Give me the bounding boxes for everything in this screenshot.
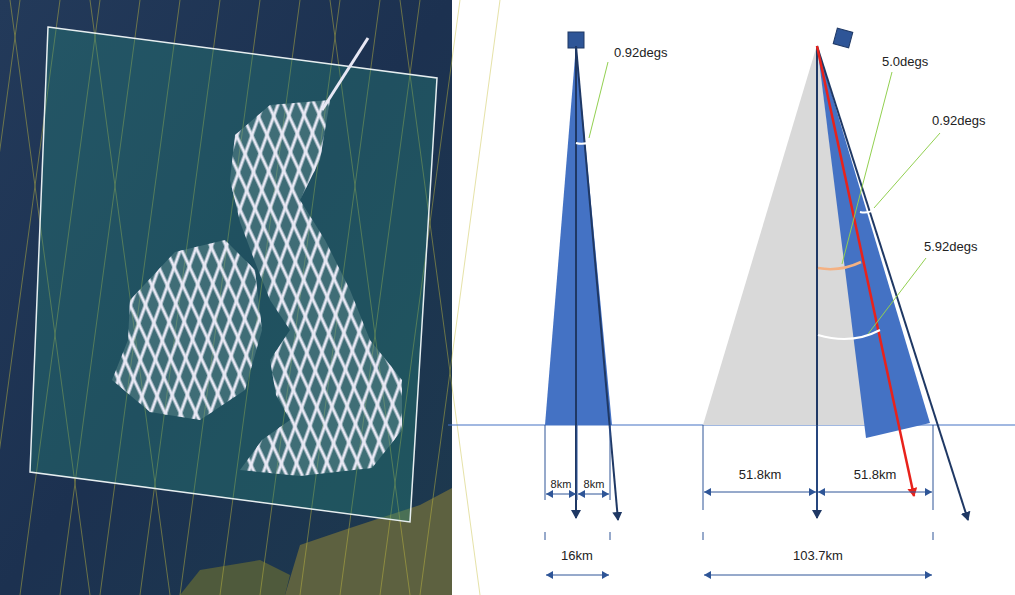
wide-swath [703,28,968,575]
angle-label: 0.92degs [930,114,988,128]
satellite-map [0,0,500,595]
dimension-label: 8km [582,478,607,490]
angle-label: 0.92degs [612,46,670,60]
dimension-label: 103.7km [791,549,845,563]
narrow-swath [545,32,618,575]
angle-label: 5.92degs [922,240,980,254]
dimension-label: 16km [559,549,595,563]
dimension-label: 51.8km [737,468,784,482]
dimension-label: 8km [549,478,574,490]
angle-label: 5.0degs [880,55,930,69]
dimension-label: 51.8km [852,468,899,482]
